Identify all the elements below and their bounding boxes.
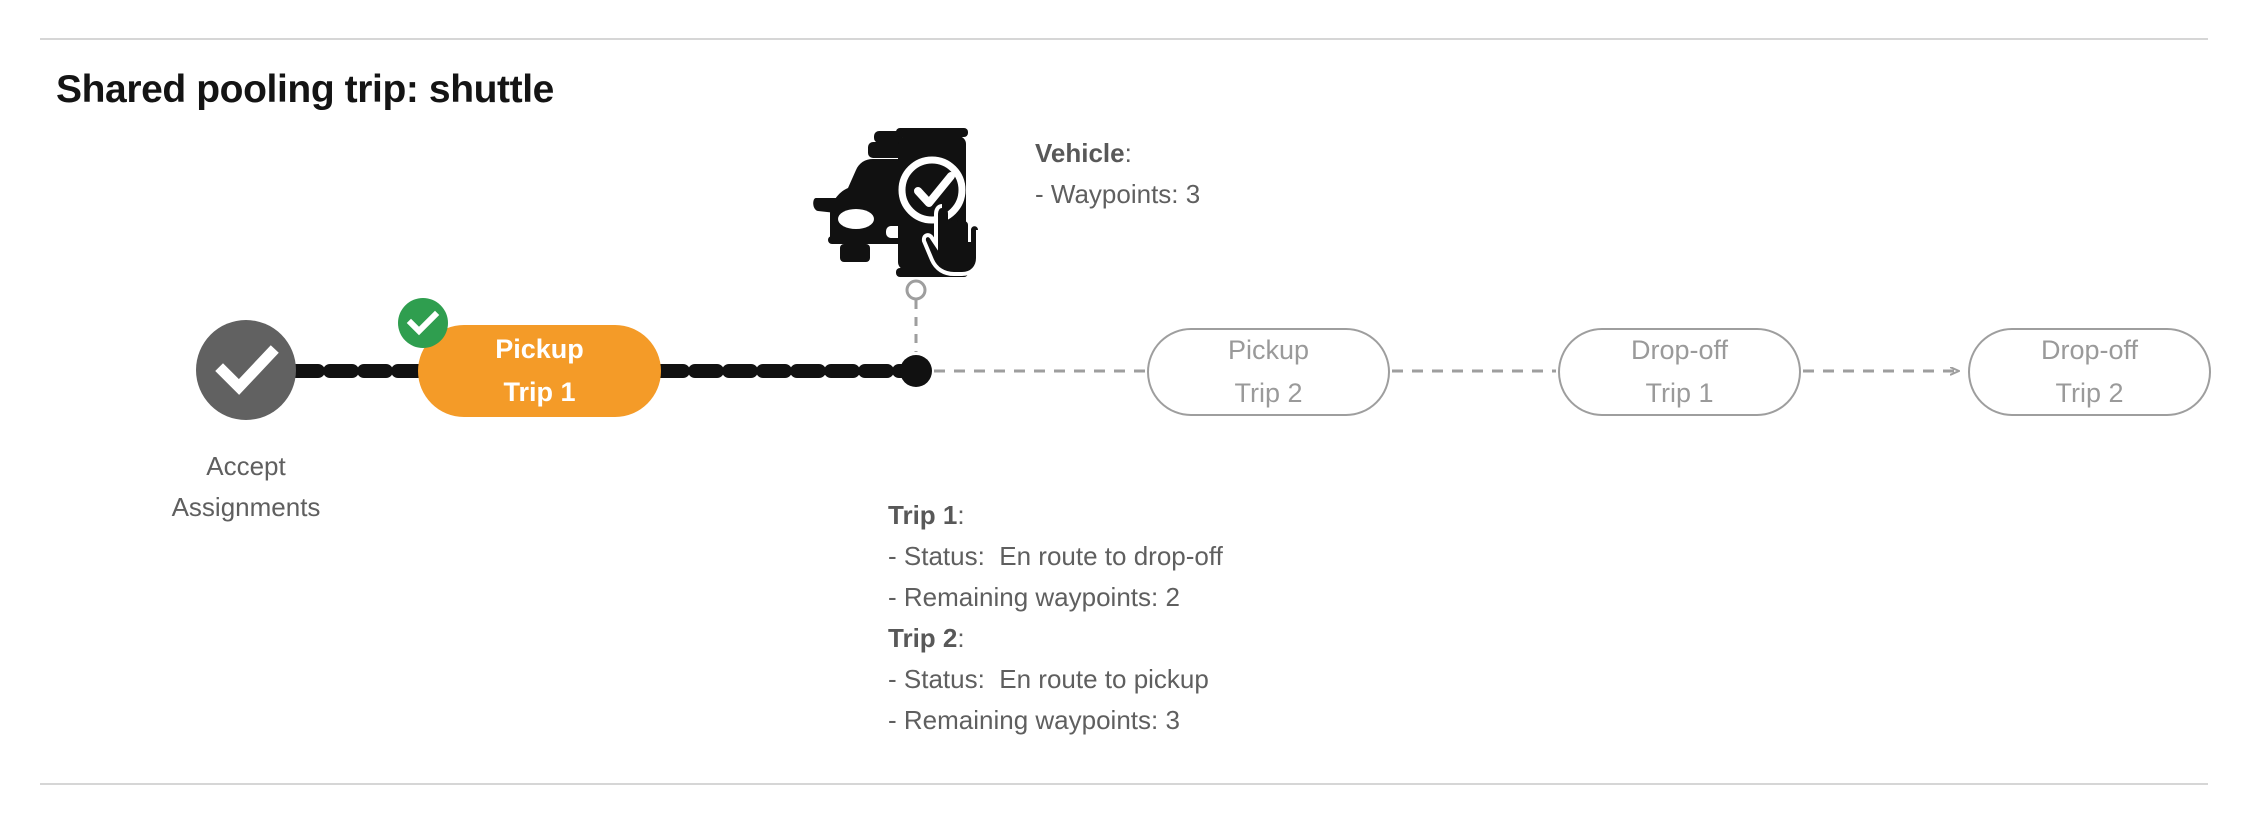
node-dropoff-trip-1[interactable]: Drop-off Trip 1: [1558, 328, 1801, 416]
node-pickup-trip-1[interactable]: Pickup Trip 1: [418, 325, 661, 417]
node-dropoff-trip-1-line1: Drop-off: [1630, 335, 1729, 365]
bottom-divider: [40, 783, 2208, 785]
node-accept-assignments[interactable]: [196, 320, 296, 420]
trip-1-title-suffix: :: [957, 500, 965, 530]
vehicle-waypoints-value: 3: [1185, 179, 1201, 209]
vehicle-info-block: Vehicle: - Waypoints: 3: [1035, 133, 1200, 215]
trip-1-status-value: En route to drop-off: [999, 541, 1223, 571]
car-phone-check-icon: [812, 118, 984, 278]
node-pickup-trip-2[interactable]: Pickup Trip 2: [1147, 328, 1390, 416]
node-dropoff-trip-2[interactable]: Drop-off Trip 2: [1968, 328, 2211, 416]
node-pickup-trip-2-line2: Trip 2: [1234, 378, 1303, 408]
trip-2-status-value: En route to pickup: [999, 664, 1209, 694]
trip-2-title: Trip 2: [888, 623, 958, 653]
vehicle-waypoints-label: - Waypoints:: [1035, 179, 1179, 209]
node-dropoff-trip-2-line2: Trip 2: [2055, 378, 2124, 408]
check-badge-icon: [398, 298, 448, 348]
trip-1-waypoints-value: 2: [1165, 582, 1180, 612]
trip-2-title-row: Trip 2:: [888, 618, 1223, 659]
node-pickup-trip-1-line2: Trip 1: [503, 377, 576, 407]
check-circle-icon: [215, 345, 279, 395]
accept-label-line1: Accept: [206, 451, 286, 481]
trip-1-status-row: - Status: En route to drop-off: [888, 536, 1223, 577]
trip-1-waypoints-row: - Remaining waypoints: 2: [888, 577, 1223, 618]
node-accept-assignments-label: Accept Assignments: [126, 446, 366, 528]
trip-1-waypoints-label: - Remaining waypoints:: [888, 582, 1159, 612]
accept-label-line2: Assignments: [171, 492, 321, 522]
trip-2-waypoints-label: - Remaining waypoints:: [888, 705, 1159, 735]
node-pickup-trip-1-line1: Pickup: [495, 334, 584, 364]
node-pickup-trip-2-line1: Pickup: [1227, 335, 1310, 365]
page-title: Shared pooling trip: shuttle: [56, 68, 554, 111]
trip-2-title-suffix: :: [957, 623, 965, 653]
trip-2-waypoints-row: - Remaining waypoints: 3: [888, 700, 1223, 741]
trip-1-title: Trip 1: [888, 500, 958, 530]
trip-2-status-row: - Status: En route to pickup: [888, 659, 1223, 700]
vehicle-marker-ring: [905, 279, 927, 301]
trip-2-status-label: - Status:: [888, 664, 985, 694]
trip-1-status-label: - Status:: [888, 541, 985, 571]
top-divider: [40, 38, 2208, 40]
node-dropoff-trip-2-line1: Drop-off: [2040, 335, 2139, 365]
trip-details-block: Trip 1: - Status: En route to drop-off -…: [888, 495, 1223, 741]
vehicle-position-dot: [900, 355, 932, 387]
vehicle-info-title: Vehicle: [1035, 138, 1125, 168]
trip-1-title-row: Trip 1:: [888, 495, 1223, 536]
vehicle-info-title-suffix: :: [1124, 138, 1132, 168]
trip-2-waypoints-value: 3: [1165, 705, 1180, 735]
node-dropoff-trip-1-line2: Trip 1: [1645, 378, 1714, 408]
vehicle-info-title-row: Vehicle:: [1035, 133, 1200, 174]
vehicle-info-waypoints-row: - Waypoints: 3: [1035, 174, 1200, 215]
